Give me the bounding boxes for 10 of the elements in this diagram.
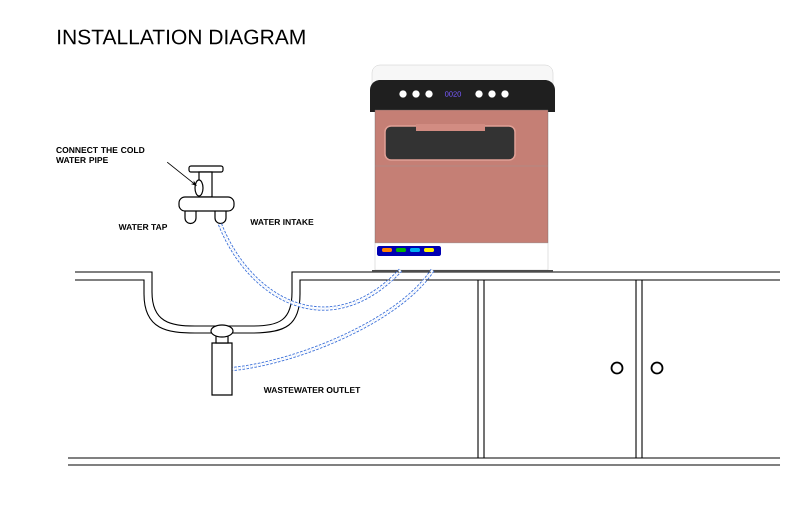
part-label: WASTEWATER OUTLET (264, 387, 360, 393)
hose (218, 223, 402, 310)
drain-outlet-drawing (210, 324, 234, 396)
dishwasher-drawing (370, 64, 555, 272)
title: INSTALLATION DIAGRAM (58, 30, 305, 44)
edge-label: WATER INTAKE (249, 218, 315, 226)
callout-text: CONNECT THE COLD WATER PIPE (56, 147, 144, 163)
hose (232, 268, 434, 372)
water-tap-drawing (178, 165, 235, 224)
part-label: WATER TAP (118, 224, 168, 230)
